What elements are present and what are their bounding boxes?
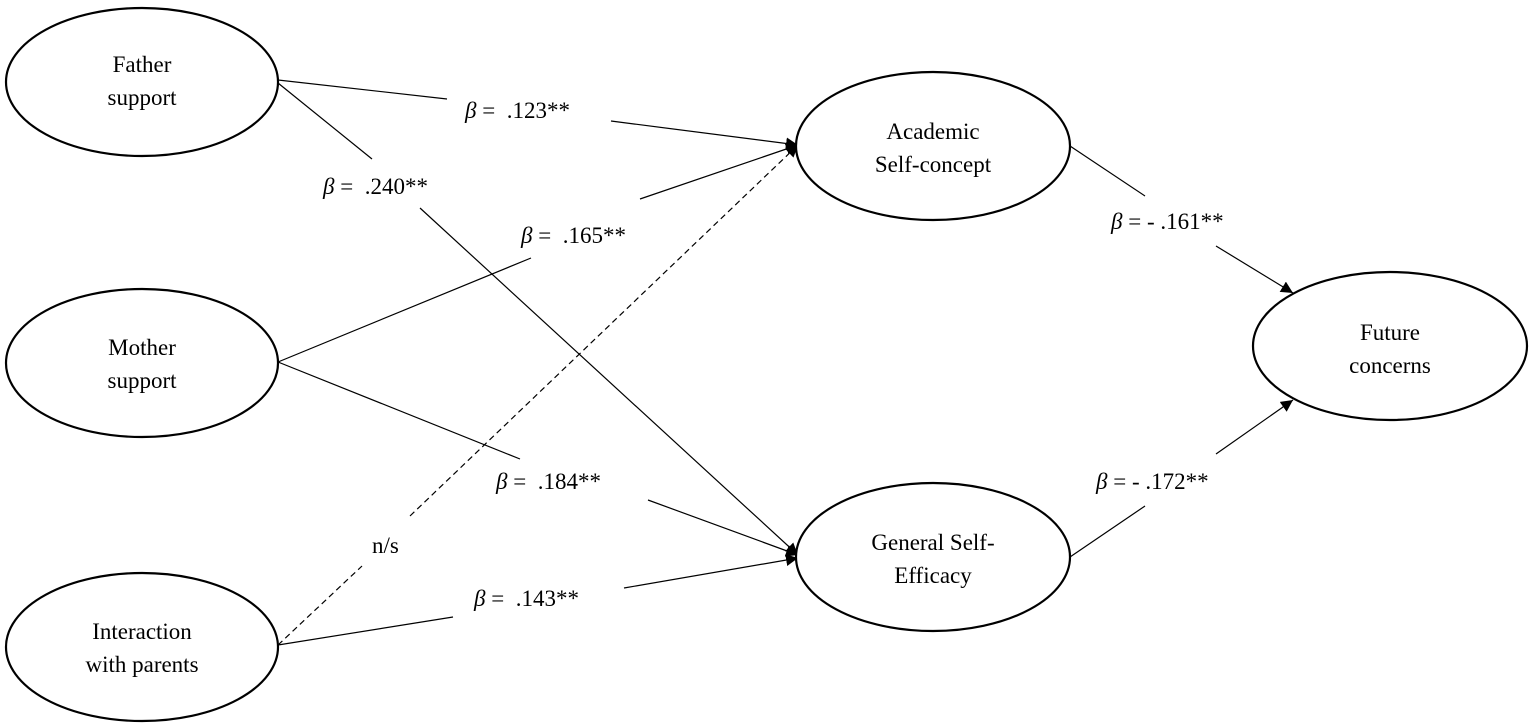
arrow-interaction-to-efficacy-segment-2 xyxy=(623,554,799,589)
node-academic-self-concept-label-line1: Academic xyxy=(886,119,979,144)
coef-mother-to-efficacy-value: = .184** xyxy=(507,469,600,494)
arrow-academic-to-future-segment-1 xyxy=(1069,145,1146,197)
arrow-interaction-to-academic-segment-2 xyxy=(409,144,799,517)
arrow-efficacy-to-future-segment-1 xyxy=(1069,505,1146,558)
arrow-father-to-efficacy-segment-2 xyxy=(419,207,799,556)
node-general-self-efficacy-label-line2: Efficacy xyxy=(894,563,972,588)
coef-father-to-efficacy: β = .240** xyxy=(322,174,428,199)
node-future-concerns-ellipse xyxy=(1251,270,1529,422)
coef-father-to-academic-symbol: β xyxy=(464,98,477,123)
node-general-self-efficacy-label-line1: General Self- xyxy=(871,530,994,555)
node-mother-support-label-line1: Mother xyxy=(108,335,176,360)
coef-mother-to-academic-value: = .165** xyxy=(532,223,625,248)
node-father-support-label-line1: Father xyxy=(113,52,172,77)
node-mother-support-ellipse xyxy=(4,287,280,439)
node-interaction-with-parents-ellipse xyxy=(4,571,280,723)
node-future-concerns-label-line1: Future xyxy=(1360,320,1420,345)
arrow-father-to-academic-segment-2 xyxy=(610,120,799,150)
coef-father-to-academic: β = .123** xyxy=(464,98,570,123)
coef-mother-to-efficacy-symbol: β xyxy=(495,469,508,494)
node-future-concerns: Future concerns xyxy=(1251,270,1529,422)
coef-academic-to-future-symbol: β xyxy=(1110,209,1123,234)
coef-father-to-efficacy-value: = .240** xyxy=(334,174,427,199)
arrow-father-to-academic-segment-1 xyxy=(277,79,448,100)
node-mother-support-label-line2: support xyxy=(108,368,178,393)
node-general-self-efficacy: General Self- Efficacy xyxy=(794,481,1072,633)
coef-mother-to-academic-symbol: β xyxy=(520,223,533,248)
node-interaction-with-parents-label-line2: with parents xyxy=(85,652,198,677)
arrow-efficacy-to-future-segment-2 xyxy=(1215,399,1294,455)
arrow-mother-to-academic-segment-2 xyxy=(639,143,799,200)
coef-interaction-to-academic: n/s xyxy=(372,533,399,558)
coef-interaction-to-efficacy-symbol: β xyxy=(473,586,486,611)
coef-academic-to-future-value: = - .161** xyxy=(1122,209,1223,234)
coef-mother-to-efficacy: β = .184** xyxy=(495,469,601,494)
node-interaction-with-parents: Interaction with parents xyxy=(4,571,280,723)
node-interaction-with-parents-label-line1: Interaction xyxy=(92,619,192,644)
node-father-support: Father support xyxy=(4,6,280,158)
coef-father-to-academic-value: = .123** xyxy=(476,98,569,123)
node-future-concerns-label-line2: concerns xyxy=(1349,353,1431,378)
arrow-mother-to-efficacy-segment-2 xyxy=(647,499,799,557)
node-general-self-efficacy-ellipse xyxy=(794,481,1072,633)
coef-mother-to-academic: β = .165** xyxy=(520,223,626,248)
node-father-support-label-line2: support xyxy=(108,85,178,110)
arrow-academic-to-future-segment-2 xyxy=(1215,245,1294,294)
arrow-father-to-efficacy-segment-1 xyxy=(277,82,373,160)
node-academic-self-concept-label-line2: Self-concept xyxy=(875,152,992,177)
coef-efficacy-to-future-value: = - .172** xyxy=(1107,469,1208,494)
coef-interaction-to-efficacy-value: = .143** xyxy=(485,586,578,611)
coef-interaction-to-efficacy: β = .143** xyxy=(473,586,579,611)
node-academic-self-concept: Academic Self-concept xyxy=(794,70,1072,222)
coef-efficacy-to-future-symbol: β xyxy=(1095,469,1108,494)
coef-father-to-efficacy-symbol: β xyxy=(322,174,335,199)
arrow-mother-to-academic-segment-1 xyxy=(277,257,532,363)
node-academic-self-concept-ellipse xyxy=(794,70,1072,222)
arrow-mother-to-efficacy-segment-1 xyxy=(277,361,521,460)
arrow-interaction-to-efficacy-segment-1 xyxy=(277,616,454,646)
coef-academic-to-future: β = - .161** xyxy=(1110,209,1224,234)
node-mother-support: Mother support xyxy=(4,287,280,439)
coef-efficacy-to-future: β = - .172** xyxy=(1095,469,1209,494)
node-father-support-ellipse xyxy=(4,6,280,158)
